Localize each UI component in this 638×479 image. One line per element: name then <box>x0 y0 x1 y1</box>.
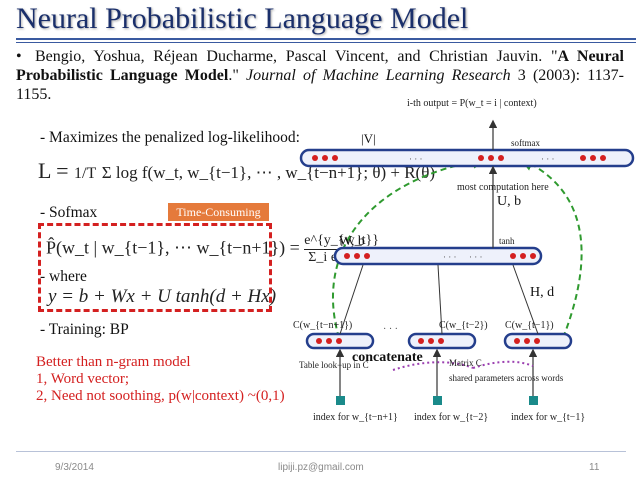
softmax-units <box>312 155 606 161</box>
nplm-diagram: i-th output = P(w_t = i | context) softm… <box>293 98 635 423</box>
bullet: • <box>16 48 22 65</box>
reference-after-title: ." <box>228 67 247 84</box>
index-label-2: index for w_{t−2} <box>414 412 488 423</box>
index-squares <box>336 396 538 405</box>
item-where: - where <box>40 268 87 285</box>
slide-title: Neural Probabilistic Language Model <box>16 2 469 35</box>
softmax-ellipsis-left: · · · <box>409 154 423 164</box>
skip-connection-left <box>332 154 487 339</box>
embedding-ellipsis: · · · <box>383 324 398 335</box>
vocab-size-label: |V| <box>361 131 376 146</box>
softmax-label: softmax <box>511 138 540 148</box>
footer-email: lipiji.pz@gmail.com <box>278 462 364 473</box>
eq-softmax-lhs: P̂(w_t | w_{t−1}, ⋯ w_{t−n+1}) = <box>46 237 305 258</box>
most-computation-label: most computation here <box>457 182 549 193</box>
item-training: - Training: BP <box>40 321 129 338</box>
notes: Better than n-gram model 1, Word vector;… <box>36 354 285 405</box>
reference-journal: Journal of Machine Learning Research <box>246 67 511 84</box>
softmax-layer <box>299 148 635 168</box>
u-b-label: U, b <box>497 194 522 209</box>
skip-connection-right <box>519 157 583 339</box>
title-underline <box>16 38 636 40</box>
equation-loglikelihood: L = 1/T Σ log f(w_t, w_{t−1}, ⋯ , w_{t−n… <box>38 158 435 184</box>
reference-paper-title: A Neural Probabilistic Language Model <box>16 48 624 84</box>
note-line: Better than n-gram model <box>36 354 191 370</box>
eq-loglik-frac: 1/T <box>74 165 97 182</box>
index-label-3: index for w_{t−1} <box>511 412 585 423</box>
reference-authors: Bengio, Yoshua, Réjean Ducharme, Pascal … <box>35 48 558 65</box>
tanh-units <box>344 253 536 259</box>
table-lookup-label: Table look−up in C <box>299 360 369 370</box>
reference-citation: • Bengio, Yoshua, Réjean Ducharme, Pascal… <box>16 47 624 104</box>
reference-details: 3 (2003): 1137-1155. <box>16 67 624 103</box>
note-line: 1, Word vector; <box>36 371 130 387</box>
concatenate-label: concatenate <box>352 350 423 365</box>
w-b-label: W, b <box>339 234 365 249</box>
eq-loglik-lhs: L = <box>38 158 75 183</box>
index-arrows <box>335 348 538 396</box>
tanh-ellipsis-right: · · · <box>469 252 483 262</box>
footer-divider <box>16 451 626 452</box>
output-label: i-th output = P(w_t = i | context) <box>407 98 537 109</box>
footer-date: 9/3/2014 <box>55 462 94 473</box>
softmax-ellipsis-right: · · · <box>541 154 555 164</box>
matrix-c-label: Matrix C <box>449 358 482 368</box>
title-underline-thin <box>16 42 636 43</box>
h-d-label: H, d <box>530 285 555 300</box>
time-consuming-badge: Time-Consuming <box>168 203 269 221</box>
embedding-units <box>316 338 540 344</box>
c-label-2: C(w_{t−2}) <box>439 320 488 331</box>
index-label-1: index for w_{t−n+1} <box>313 412 398 423</box>
tanh-ellipsis-left: · · · <box>443 252 457 262</box>
highlight-box <box>38 223 272 312</box>
eq-loglik-body: Σ log f(w_t, w_{t−1}, ⋯ , w_{t−n+1}; θ) … <box>101 163 436 182</box>
c-label-1: C(w_{t−n+1}) <box>293 320 352 331</box>
item-softmax: - Sofmax <box>40 204 98 221</box>
shared-param-line-2 <box>472 360 534 369</box>
equation-hidden: y = b + Wx + U tanh(d + Hx) <box>48 286 277 307</box>
embedding-to-tanh-lines <box>339 264 539 335</box>
footer-page-number: 11 <box>589 462 600 473</box>
shared-params-label: shared parameters across words <box>449 373 564 383</box>
tanh-layer <box>333 246 543 266</box>
item-maximize: - Maximizes the penalized log-likelihood… <box>40 129 300 146</box>
tanh-label: tanh <box>499 236 515 246</box>
c-label-3: C(w_{t−1}) <box>505 320 554 331</box>
note-line: 2, Need not soothing, p(w|context) ~(0,1… <box>36 388 285 404</box>
